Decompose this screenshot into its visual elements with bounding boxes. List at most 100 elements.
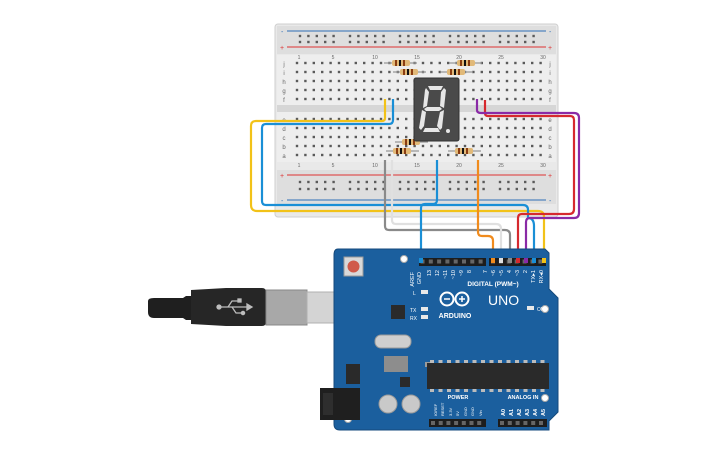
breadboard-hole — [531, 61, 534, 65]
breadboard-hole — [312, 79, 315, 83]
breadboard-hole — [505, 144, 509, 148]
breadboard-hole — [430, 61, 433, 65]
resistor-band — [454, 69, 456, 75]
rail-hole — [424, 180, 427, 184]
wire-white[interactable] — [390, 160, 503, 262]
wire-yellow[interactable] — [249, 99, 546, 262]
chip-pin — [489, 360, 494, 363]
breadboard-hole — [463, 144, 467, 148]
resistor[interactable] — [386, 148, 419, 154]
row-label: c — [549, 136, 552, 142]
chip-pin — [430, 360, 434, 363]
rail-hole — [332, 180, 335, 184]
rail-hole — [515, 34, 518, 38]
rail-hole — [474, 34, 477, 38]
resistor-band — [458, 69, 460, 75]
breadboard-hole — [388, 88, 391, 92]
digital-header-title: DIGITAL (PWM~) — [467, 281, 518, 288]
wire-purple[interactable] — [475, 99, 581, 262]
col-label: 5 — [332, 55, 335, 61]
resistor-band — [409, 139, 411, 145]
rail-hole — [357, 187, 360, 191]
breadboard-hole — [514, 117, 517, 121]
breadboard-hole — [489, 126, 492, 130]
resistor[interactable] — [449, 60, 482, 66]
resistor-band — [462, 148, 464, 154]
breadboard-hole — [363, 88, 366, 92]
led-label-on: ON — [537, 307, 545, 313]
header-hole — [428, 259, 433, 264]
rail-hole — [407, 180, 410, 184]
rail-hole — [498, 180, 502, 184]
reset-button[interactable] — [347, 260, 360, 273]
row-label: i — [549, 71, 550, 77]
breadboard-hole — [522, 70, 525, 74]
row-label: f — [549, 98, 551, 104]
capacitor — [378, 394, 398, 414]
breadboard-hole — [363, 70, 366, 74]
resistor[interactable] — [393, 69, 426, 75]
seven-segment-display[interactable] — [413, 77, 460, 142]
pin-label: 8 — [467, 270, 473, 273]
breadboard-hole — [379, 117, 383, 121]
resistor[interactable] — [384, 60, 417, 66]
breadboard-hole — [371, 135, 374, 139]
wire-gray[interactable] — [383, 160, 512, 262]
rail-hole — [348, 180, 352, 184]
resistor-band — [468, 60, 470, 66]
pin-label: 13 — [427, 270, 433, 276]
breadboard-hole — [346, 135, 349, 139]
breadboard-hole — [539, 88, 542, 92]
rail-hole — [307, 187, 310, 191]
power-header-title: POWER — [448, 395, 469, 401]
breadboard-hole — [337, 126, 341, 130]
segment-g — [424, 107, 442, 111]
rail-hole — [398, 187, 402, 191]
wire-red[interactable] — [483, 100, 576, 262]
pin-label: RX◂0 — [539, 270, 545, 283]
crystal-oscillator — [374, 334, 412, 349]
rail-hole — [498, 40, 502, 44]
resistor[interactable] — [440, 69, 473, 75]
rail-hole — [515, 40, 518, 44]
chip-pin — [523, 389, 528, 392]
rail-hole — [415, 34, 418, 38]
rail-hole — [457, 187, 460, 191]
header-hole — [507, 421, 512, 425]
breadboard-hole — [337, 97, 341, 101]
breadboard-hole — [363, 79, 366, 83]
row-label: b — [282, 145, 286, 151]
chip-pin — [515, 389, 519, 392]
pin-label: Vin — [478, 410, 483, 416]
breadboard-hole — [295, 88, 299, 92]
breadboard-hole — [447, 153, 450, 157]
rail-hole — [357, 180, 360, 184]
resistor[interactable] — [448, 148, 481, 154]
chip-pin — [506, 360, 511, 363]
resistor-band — [407, 69, 409, 75]
chip-pin — [498, 389, 502, 392]
rail-hole — [324, 180, 327, 184]
wire-orange[interactable] — [476, 160, 495, 262]
breadboard-hole — [522, 61, 525, 65]
breadboard-hole — [363, 126, 366, 130]
breadboard-hole — [346, 70, 349, 74]
breadboard-hole — [539, 117, 542, 121]
breadboard-hole — [329, 144, 332, 148]
rail-hole — [515, 180, 518, 184]
breadboard-hole — [363, 144, 366, 148]
rail-hole — [524, 180, 527, 184]
arduino-uno-board[interactable]: AREF GND 13 12 ~11 ~10 ~9 8 7 ~6 ~5 4 ~3… — [320, 248, 559, 431]
usb-cable[interactable] — [148, 288, 344, 326]
led-rx — [421, 315, 428, 319]
breadboard-hole — [438, 61, 441, 65]
row-label: g — [282, 89, 285, 95]
wire-blue-center[interactable] — [419, 160, 439, 262]
wire-end-blue — [419, 258, 423, 263]
breadboard-hole — [480, 79, 483, 83]
pin-label: GND — [470, 407, 475, 416]
breadboard-hole — [396, 144, 399, 148]
wire-end-blue-2 — [532, 258, 536, 263]
rail-hole — [432, 180, 435, 184]
